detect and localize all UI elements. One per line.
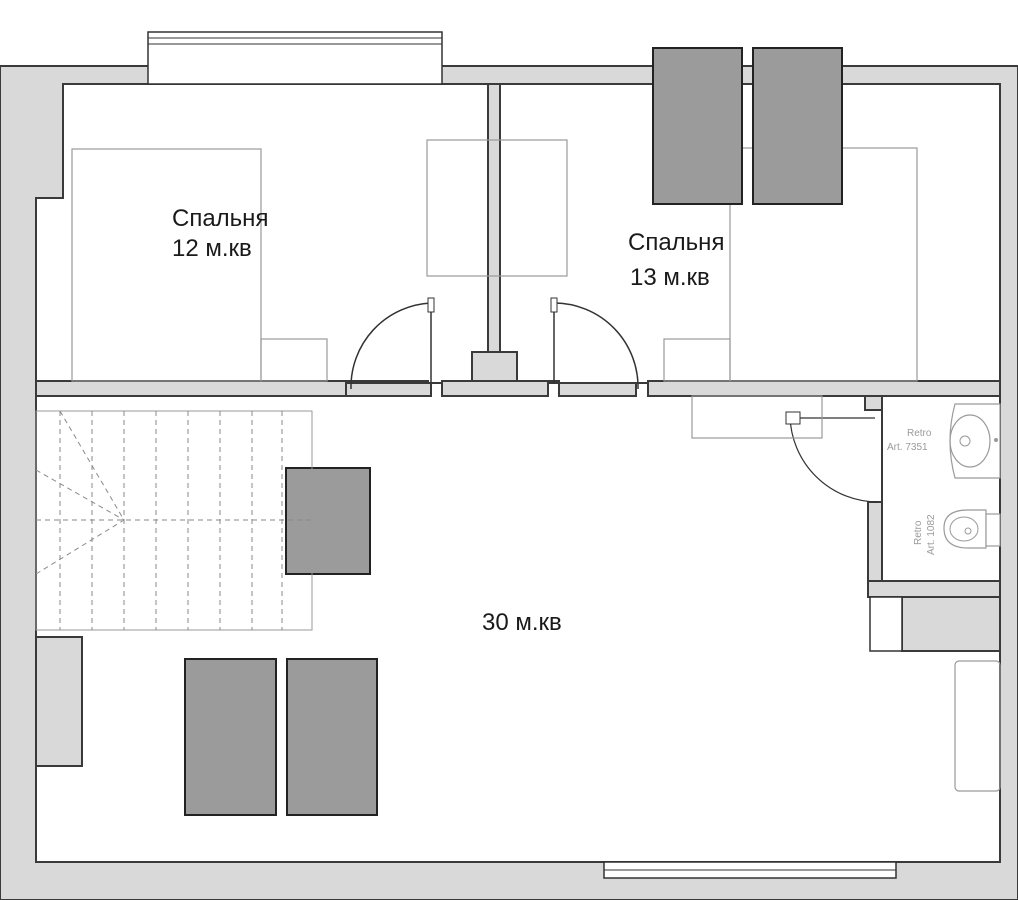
left-bedroom-area: 12 м.кв [172,235,252,262]
doors [350,297,879,503]
left-bedroom-furniture [71,139,568,382]
hall-furniture [184,395,1001,816]
sink-article: Art. 7351 [887,442,928,453]
floor-areas [35,83,1001,863]
hall-area: 30 м.кв [482,609,562,636]
right-bedroom-area: 13 м.кв [630,264,710,291]
sink-brand: Retro [907,428,932,439]
left-bedroom-name: Спальня [172,205,268,232]
sink-icon [949,403,1001,479]
bathroom-fixtures [943,403,1001,549]
toilet-brand: Retro [913,520,924,545]
toilet-article: Art. 1082 [926,514,937,555]
right-bedroom-furniture [652,47,918,382]
stairs [35,410,313,631]
windows [147,31,897,879]
right-bedroom-name: Спальня [628,229,724,256]
